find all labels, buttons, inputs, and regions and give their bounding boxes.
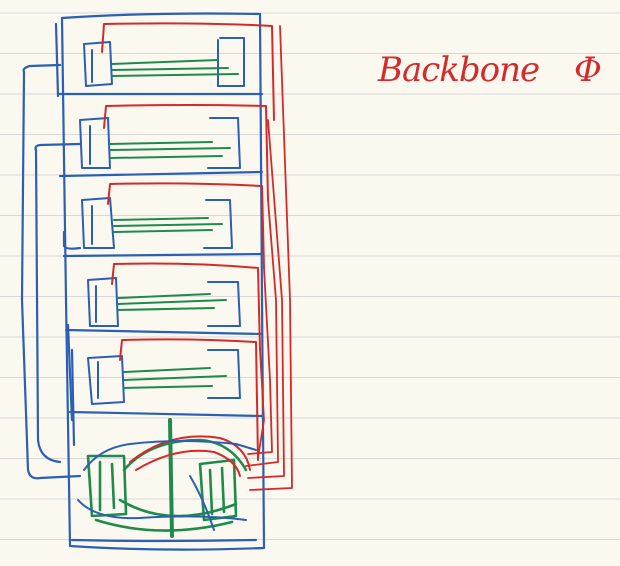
rack-unit-3 xyxy=(81,182,265,269)
red-return-cables xyxy=(245,25,293,491)
empty-set-mark: Φ xyxy=(574,50,602,90)
backbone-label: Backbone xyxy=(378,50,540,90)
rack-unit-2 xyxy=(79,104,269,201)
rack-unit-1 xyxy=(83,22,275,121)
rack-unit-5 xyxy=(87,338,259,461)
backbone-switch xyxy=(77,418,257,538)
rack-unit-4 xyxy=(87,262,261,351)
ruled-lines xyxy=(0,12,620,540)
